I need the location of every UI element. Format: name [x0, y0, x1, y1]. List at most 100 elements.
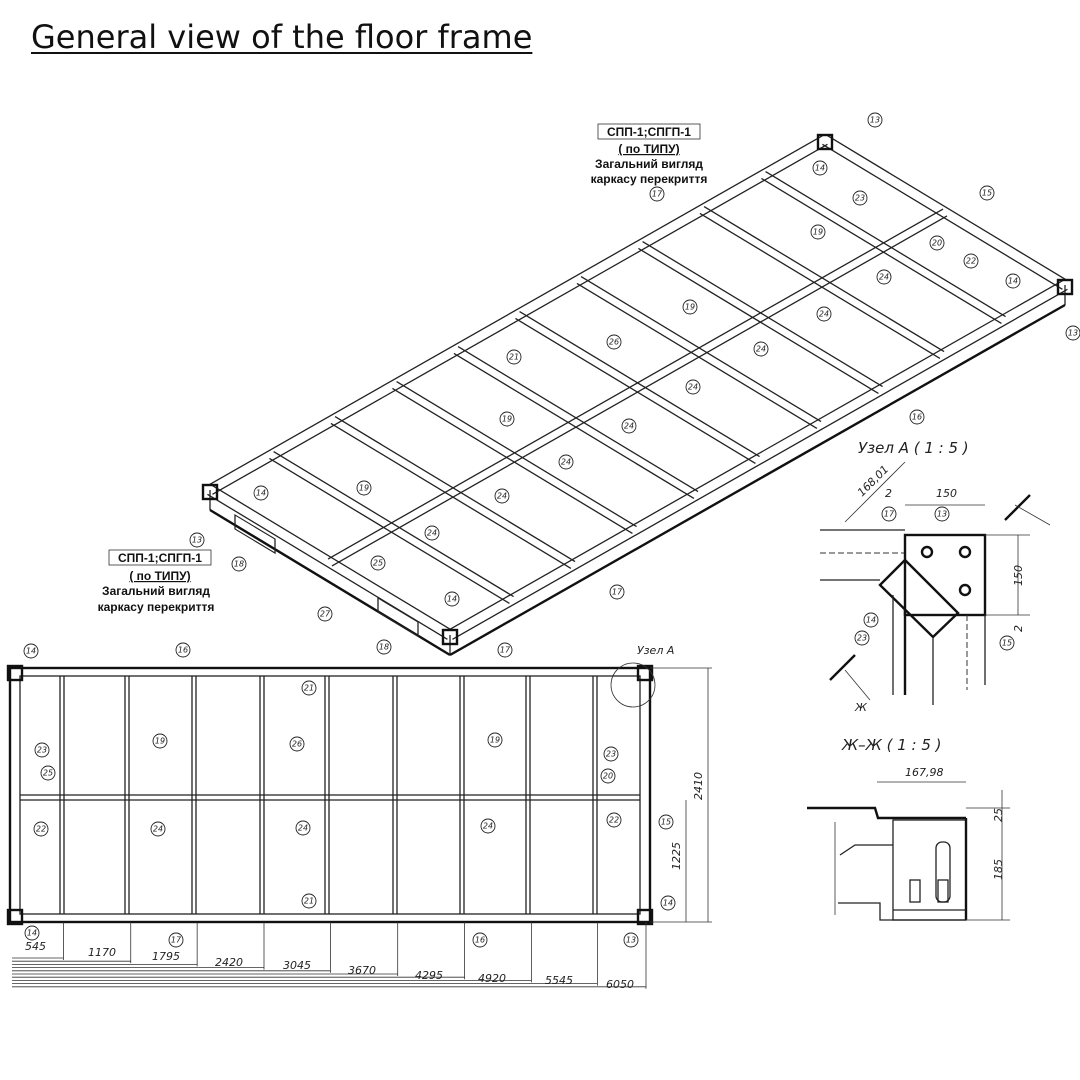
iso-callout: 21	[506, 349, 522, 365]
callout-circle	[682, 299, 698, 315]
dim-chain-label: 1795	[152, 950, 180, 963]
callout-number: 17	[612, 588, 623, 597]
dim-chain-label: 6050	[606, 978, 634, 991]
bolt-icon	[909, 879, 921, 903]
callout-circle	[301, 680, 317, 696]
callout-circle	[621, 418, 637, 434]
section-zh-zh: Ж–Ж ( 1 : 5 ) 167,98 25 185	[807, 736, 1010, 921]
callout-number: 24	[819, 310, 829, 319]
iso-label-code: СПП-1;СПГП-1	[607, 125, 691, 139]
callout-circle	[600, 768, 616, 784]
plan-callout: 13	[623, 932, 639, 948]
iso-callout: 14	[253, 485, 269, 501]
plan-corner-fitting	[636, 908, 654, 926]
iso-forklift-pocket	[234, 513, 276, 555]
iso-cross-joist	[334, 416, 576, 563]
plan-callout: 21	[301, 893, 317, 909]
callout-number: 23	[606, 750, 616, 759]
iso-callout: 23	[852, 190, 868, 206]
plan-callout: 24	[150, 821, 166, 837]
callout-circle	[852, 190, 868, 206]
callout-circle	[152, 733, 168, 749]
iso-callout: 14	[812, 160, 828, 176]
callout-number: 13	[937, 510, 947, 519]
iso-side-rail	[207, 135, 823, 487]
section-mark: Ж	[854, 701, 868, 714]
bolt-icon	[937, 879, 949, 903]
callout-circle	[660, 895, 676, 911]
detail-node-a: Узел А ( 1 : 5 ) 168,01 2 150 150 2 Ж	[820, 439, 1051, 714]
iso-callout: 14	[1005, 273, 1021, 289]
iso-cross-joist	[396, 381, 637, 528]
plan-callout: 19	[152, 733, 168, 749]
plan-callout: 23	[603, 746, 619, 762]
plan-corner-fitting	[6, 664, 24, 682]
callout-circle	[150, 821, 166, 837]
callout-circle	[33, 821, 49, 837]
iso-label-bottom: СПП-1;СПГП-1 ( по ТИПУ) Загальний вигляд…	[98, 549, 214, 614]
callout-number: 24	[879, 273, 889, 282]
section-height-dim: 185	[992, 859, 1005, 880]
callout-circle	[301, 893, 317, 909]
callout-number: 15	[661, 818, 671, 827]
callout-circle	[472, 932, 488, 948]
dim-chain-label: 545	[25, 940, 46, 953]
callout-circle	[376, 639, 392, 655]
callout-circle	[494, 488, 510, 504]
iso-callout: 13	[1065, 325, 1080, 341]
callout-number: 23	[857, 634, 867, 643]
callout-number: 17	[500, 646, 511, 655]
callout-circle	[253, 485, 269, 501]
plan-callout: 21	[301, 680, 317, 696]
plan-callout: 24	[295, 820, 311, 836]
iso-corner-fitting	[201, 483, 219, 501]
callout-circle	[499, 411, 515, 427]
plan-callout: 16	[472, 932, 488, 948]
iso-cross-joist	[761, 177, 1002, 324]
callout-number: 13	[870, 116, 880, 125]
iso-label-line2: каркасу перекриття	[591, 172, 708, 186]
iso-label-type: ( по ТИПУ)	[618, 142, 679, 156]
iso-callout: 13	[189, 532, 205, 548]
callout-number: 24	[756, 345, 766, 354]
iso-callout: 20	[929, 235, 945, 251]
plan-callout: 26	[289, 736, 305, 752]
dim-chain-label: 5545	[545, 974, 573, 987]
bolt-icon	[920, 545, 934, 559]
dim-line	[844, 461, 906, 523]
callout-number: 13	[1068, 329, 1078, 338]
callout-circle	[881, 506, 897, 522]
plan-callout: 24	[480, 818, 496, 834]
callout-number: 17	[652, 190, 663, 199]
plan-half-dim: 1225	[670, 842, 683, 870]
callout-number: 14	[815, 164, 825, 173]
iso-bottom-edge	[449, 303, 1066, 657]
plan-callout: 14	[660, 895, 676, 911]
callout-number: 14	[26, 647, 36, 656]
iso-cross-joist	[269, 457, 510, 604]
callout-circle	[609, 584, 625, 600]
iso-callout: 24	[621, 418, 637, 434]
section-arrow	[829, 654, 856, 681]
iso-callout: 15	[979, 185, 995, 201]
plan-width-dim: 2410	[692, 772, 705, 800]
callout-circle	[867, 112, 883, 128]
callout-bubbles: 1314231517192022142413192426212424161924…	[23, 112, 1080, 948]
corner-casting-13	[903, 533, 987, 617]
callout-circle	[444, 591, 460, 607]
callout-number: 24	[427, 529, 437, 538]
callout-number: 17	[884, 510, 895, 519]
section-width-dim: 167,98	[905, 766, 944, 779]
iso-cross-joist	[515, 317, 756, 464]
plan-callout: 16	[175, 642, 191, 658]
iso-label-code: СПП-1;СПГП-1	[118, 551, 202, 565]
plan-callout: 14	[23, 643, 39, 659]
iso-center-beam	[331, 215, 948, 567]
iso-callout: 18	[376, 639, 392, 655]
iso-callout: 24	[816, 306, 832, 322]
iso-callout: 25	[370, 555, 386, 571]
iso-callout: 24	[685, 379, 701, 395]
bottom-rail	[838, 902, 966, 921]
callout-circle	[623, 932, 639, 948]
